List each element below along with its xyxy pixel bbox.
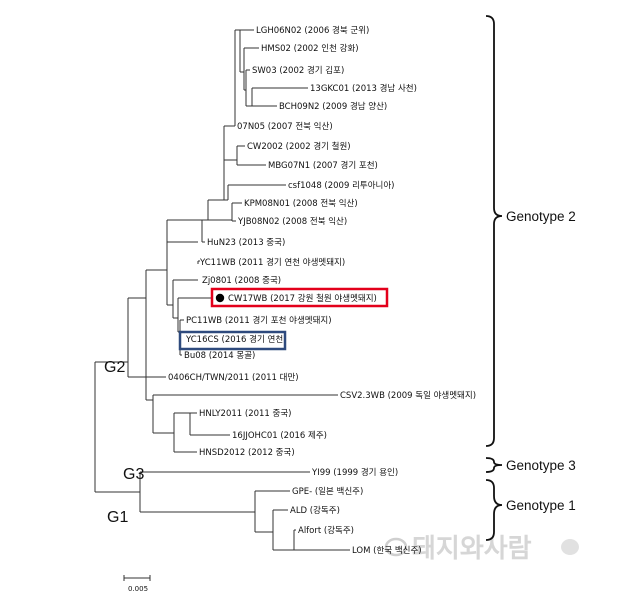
group-label-g3: G3 [123,466,144,483]
leaf-label: HMS02 (2002 인천 강화) [261,43,359,54]
leaf-label: CW2002 (2002 경기 철원) [247,141,351,152]
genotype-2-label: Genotype 2 [506,209,576,224]
leaf-label: 16JJOHC01 (2016 제주) [232,431,327,441]
watermark-text: 돼지와사람 [412,534,532,564]
leaf-label: 13GKC01 (2013 경남 사천) [310,83,417,94]
marker-dot-icon [215,293,225,303]
leaf-label: csf1048 (2009 리투아니아) [288,180,395,191]
leaf-label: YJB08N02 (2008 전북 익산) [237,216,347,227]
leaf-label: YC11WB (2011 경기 연천 야생멧돼지) [199,257,345,268]
leaf-label: HuN23 (2013 중국) [207,238,285,248]
leaf-label-cw17wb: CW17WB (2017 강원 철원 야생멧돼지) [228,293,377,304]
leaf-label: Zj0801 (2008 중국) [202,276,281,286]
tree-branches [94,29,350,551]
leaf-label: PC11WB (2011 경기 포천 야생멧돼지) [186,315,332,326]
scale-bar [123,575,151,581]
leaf-label: 0406CH/TWN/2011 (2011 대만) [168,373,299,383]
leaf-label: HNLY2011 (2011 중국) [199,409,292,419]
highlight-box-blue [178,330,287,351]
highlight-box-red [210,287,389,308]
leaf-label: MBG07N1 (2007 경기 포천) [268,160,378,171]
genotype-brackets [485,15,503,541]
watermark: 돼지와사람 [384,534,579,564]
leaf-label-yc16cs: YC16CS (2016 경기 연천) [185,334,286,345]
group-label-g1: G1 [107,509,128,526]
leaf-label: 07N05 (2007 전북 익산) [237,121,333,132]
leaf-label: BCH09N2 (2009 경남 양산) [279,101,387,112]
leaf-label: LGH06N02 (2006 경북 군위) [256,25,369,36]
scale-bar-label: 0.005 [128,585,148,593]
leaf-labels: LGH06N02 (2006 경북 군위) HMS02 (2002 인천 강화)… [168,25,476,556]
leaf-label: KPM08N01 (2008 전북 익산) [244,198,358,209]
group-label-g2: G2 [104,359,125,376]
leaf-label: ALD (강독주) [290,505,340,516]
leaf-label: HNSD2012 (2012 중국) [199,448,295,458]
leaf-label: Alfort (강독주) [298,525,354,536]
leaf-label: SW03 (2002 경기 김포) [252,65,344,76]
leaf-label: CSV2.3WB (2009 독일 야생멧돼지) [340,390,476,401]
leaf-label: Bu08 (2014 몽골) [184,351,255,361]
leaf-label: YI99 (1999 경기 용인) [311,467,398,478]
leaf-label: GPE- (일본 백신주) [292,486,363,497]
genotype-1-label: Genotype 1 [506,498,576,513]
genotype-3-label: Genotype 3 [506,458,576,473]
leaf-label: LOM (한국 백신주) [352,545,422,556]
